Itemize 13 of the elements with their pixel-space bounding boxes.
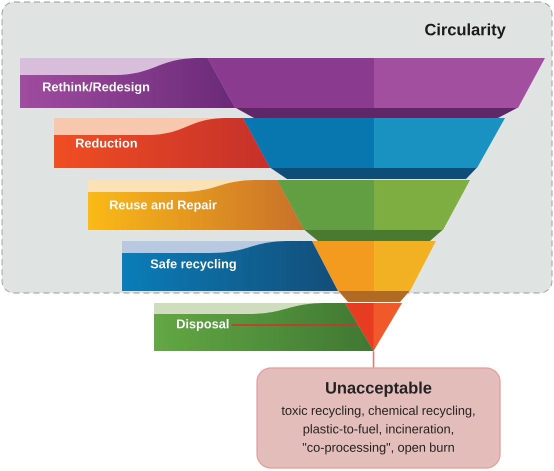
funnel-segment [208,58,545,118]
leader-line [232,324,358,326]
level-ribbon: Reuse and Repair [88,180,304,230]
level-ribbon: Disposal [154,303,374,351]
level-ribbon: Reduction [54,118,270,168]
connector-line [372,351,374,368]
level-ribbon: Rethink/Redesign [20,58,235,108]
funnel-tip [345,303,402,351]
funnel-segment [243,118,505,179]
level-ribbon: Safe recycling [122,241,338,291]
funnel-segment [312,241,436,302]
funnel-segment [277,180,470,241]
callout-box: Unacceptable toxic recycling, chemical recycling, plastic-to-fuel, incineration, "co-processing", open burn [256,367,501,469]
